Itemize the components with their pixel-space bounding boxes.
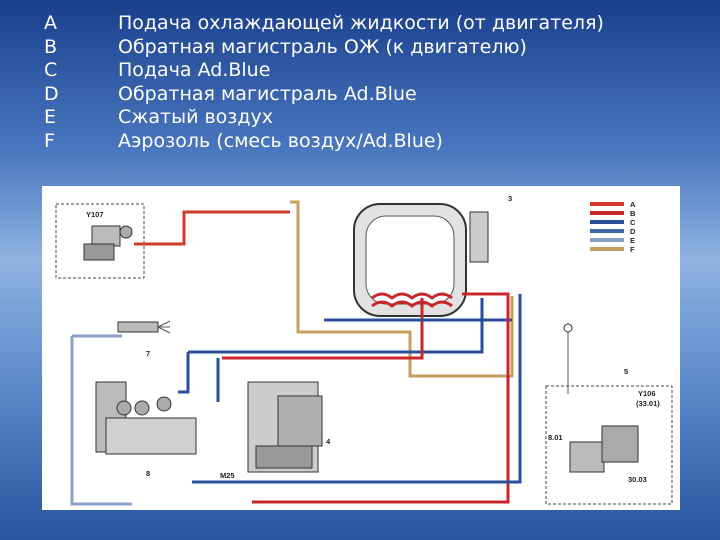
pump-icon <box>247 381 323 473</box>
key-letter-b: B <box>630 209 636 218</box>
pipe-outer-gold <box>290 200 514 378</box>
pipe-adblue-left <box>178 352 190 394</box>
tank-icon <box>353 203 489 317</box>
label-line: 5 <box>624 367 628 376</box>
legend-text: Обратная магистраль Ad.Blue <box>118 82 417 105</box>
pipe-coolant-top <box>134 210 290 246</box>
legend-letter: A <box>44 12 57 34</box>
legend-row-f: F Аэрозоль (смесь воздух/Ad.Blue) <box>44 130 604 154</box>
y106-box <box>545 385 673 505</box>
y106-valve-icon <box>563 323 639 473</box>
key-letter-f: F <box>630 245 635 254</box>
label-atomizer: 7 <box>146 349 150 358</box>
legend-text: Подача Ad.Blue <box>118 59 271 81</box>
legend-text: Сжатый воздух <box>118 106 274 128</box>
key-letter-d: D <box>630 227 636 236</box>
label-y106-sub: (33.01) <box>636 399 660 408</box>
legend-row-b: B Обратная магистраль ОЖ (к двигателю) <box>44 36 604 60</box>
pipe-air-left <box>70 336 132 506</box>
key-letter-c: C <box>630 218 636 227</box>
legend-row-a: A Подача охлаждающей жидкости (от двигате… <box>44 12 604 36</box>
legend-text: Обратная магистраль ОЖ (к двигателю) <box>118 35 527 58</box>
legend-letter: D <box>44 82 59 105</box>
atomizer-icon <box>117 320 171 334</box>
legend-text: Подача охлаждающей жидкости (от двигател… <box>118 12 604 34</box>
pipe-adblue-bottom <box>192 294 522 484</box>
label-p3003: 30.03 <box>628 475 647 484</box>
pipes <box>70 200 522 506</box>
label-pump-id: M25 <box>220 471 235 480</box>
legend-row-e: E Сжатый воздух <box>44 106 604 130</box>
legend-letter: C <box>44 59 58 81</box>
key-letter-e: E <box>630 236 635 245</box>
label-y107: Y107 <box>86 210 104 219</box>
legend-row-c: C Подача Ad.Blue <box>44 59 604 83</box>
legend-row-d: D Обратная магистраль Ad.Blue <box>44 83 604 107</box>
label-valve-block: 8 <box>146 469 150 478</box>
color-key: A B C D E F <box>590 200 636 254</box>
pipe-adblue-supply <box>188 298 484 354</box>
legend-letter: B <box>44 35 58 58</box>
legend-letter: E <box>44 106 57 128</box>
label-y106: Y106 <box>638 389 656 398</box>
legend-text: Аэрозоль (смесь воздух/Ad.Blue) <box>118 129 443 152</box>
label-tank: 3 <box>508 194 512 203</box>
y107-box <box>55 203 145 279</box>
key-letter-a: A <box>630 200 636 209</box>
pipe-coolant-return <box>252 292 510 504</box>
valve-block-icon <box>95 381 197 455</box>
label-p801: 8.01 <box>548 433 563 442</box>
system-diagram: Y107 3 A B C D E F <box>42 186 680 510</box>
label-pump: 4 <box>326 437 331 446</box>
y107-valve-icon <box>83 225 133 261</box>
legend-list: A Подача охлаждающей жидкости (от двигате… <box>44 12 604 153</box>
diagram-svg: Y107 3 A B C D E F <box>55 194 673 506</box>
pipe-coolant-mid <box>222 298 424 360</box>
legend-letter: F <box>44 129 55 152</box>
